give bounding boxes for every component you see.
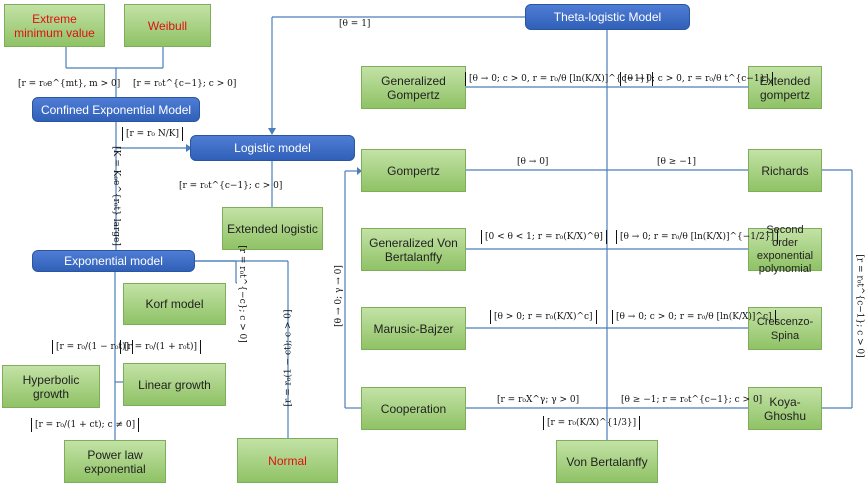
node-label: Exponential model	[64, 254, 163, 268]
node-extended-logistic: Extended logistic	[222, 207, 323, 250]
node-label: Von Bertalanffy	[566, 454, 648, 469]
node-cooperation: Cooperation	[361, 387, 466, 430]
formula-weibull: [r = r₀t^{c−1}; c > 0]	[133, 79, 237, 89]
node-label: Gompertz	[387, 163, 440, 178]
node-weibull: Weibull	[124, 4, 211, 47]
node-label: Generalized Gompertz	[381, 73, 446, 102]
formula-extended-logistic: [r = r₀t^{c−1}; c > 0]	[179, 181, 283, 191]
formula-linear: [r = r₀/(1 + r₀t)]	[120, 340, 202, 354]
formula-koya-ghoshu: [θ ≥ −1; r = r₀t^{c−1}; c > 0]	[621, 395, 763, 405]
node-linear-growth: Linear growth	[123, 363, 226, 406]
formula-gompertz: [θ → 0]	[517, 157, 549, 167]
node-label: Weibull	[147, 18, 188, 33]
node-label: Richards	[761, 163, 809, 178]
node-label: Confined Exponential Model	[40, 102, 192, 117]
node-label: Crescenzo-Spina	[756, 315, 814, 342]
formula-left-loop: [θ → 0; γ → 0]	[333, 265, 344, 327]
formula-normal: [r = r₀(1 − ct); c > 0]	[283, 309, 294, 407]
formula-extended-gompertz: [θ → 0; c > 0, r = r₀/θ t^{c−1}]	[620, 72, 773, 86]
node-korf-model: Korf model	[123, 283, 226, 325]
node-exponential-model: Exponential model	[32, 250, 195, 272]
formula-richards: [θ ≥ −1]	[657, 157, 696, 167]
formula-hyperbolic: [r = r₀/(1 − r₀t)]	[52, 340, 134, 354]
node-marusic-bajzer: Marusic-Bajzer	[361, 307, 466, 350]
node-von-bertalanffy: Von Bertalanffy	[556, 440, 658, 483]
node-label: Koya-Ghoshu	[763, 394, 807, 423]
formula-marusic-bajzer: [θ > 0; r = r₀(K/X)^c]	[490, 310, 597, 324]
formula-second-order: [θ → 0; r = r₀/θ [ln(K/X)]^{−1/2}]	[616, 230, 779, 244]
node-power-law-exponential: Power law exponential	[64, 440, 166, 483]
formula-cooperation: [r = r₀X^γ; γ > 0]	[497, 395, 580, 405]
node-label: Power law exponential	[84, 447, 146, 476]
node-label: Extreme minimum value	[14, 11, 95, 40]
formula-crescenzo-spina: [θ → 0; c > 0; r = r₀/θ [ln(K/X)]^c]	[612, 310, 776, 324]
node-extreme-minimum-value: Extreme minimum value	[4, 4, 105, 47]
node-label: Korf model	[145, 297, 204, 311]
node-label: Extended logistic	[227, 221, 318, 236]
node-gompertz: Gompertz	[361, 149, 466, 192]
node-label: Linear growth	[138, 377, 211, 392]
node-crescenzo-spina: Crescenzo-Spina	[748, 307, 822, 350]
formula-von-bertalanffy: [r = r₀(K/X)^{1/3}]	[543, 416, 641, 430]
node-confined-exponential-model: Confined Exponential Model	[32, 97, 200, 122]
formula-logistic: [r = r₀ N/K]	[122, 127, 183, 141]
node-generalized-von-bertalanffy: Generalized Von Bertalanffy	[361, 228, 466, 271]
node-label: Theta-logistic Model	[553, 10, 662, 24]
node-label: Logistic model	[234, 141, 311, 155]
node-generalized-gompertz: Generalized Gompertz	[361, 66, 466, 109]
node-richards: Richards	[748, 149, 822, 192]
node-second-order-exponential-polynomial: Second order exponential polynomial	[748, 224, 822, 275]
node-label: Marusic-Bajzer	[373, 321, 454, 336]
node-theta-logistic-model: Theta-logistic Model	[525, 4, 690, 30]
node-label: Normal	[268, 453, 307, 468]
formula-confined-exp: [r = r₀e^{mt}, m > 0]	[18, 79, 121, 89]
node-koya-ghoshu: Koya-Ghoshu	[748, 387, 822, 430]
node-label: Generalized Von Bertalanffy	[369, 235, 458, 264]
node-label: Hyperbolic growth	[22, 372, 80, 401]
node-logistic-model: Logistic model	[190, 135, 355, 161]
node-label: Cooperation	[380, 401, 447, 416]
node-hyperbolic-growth: Hyperbolic growth	[2, 365, 100, 408]
formula-generalized-von-bertalanffy: [0 < θ < 1; r = r₀(K/X)^θ]	[481, 230, 607, 244]
node-label: Second order exponential polynomial	[756, 223, 814, 275]
node-normal: Normal	[237, 438, 338, 483]
formula-right-loop: [r = r₀t^{c−1}; c > 0]	[854, 254, 865, 358]
formula-power-law: [r = r₀/(1 + ct); c ≠ 0]	[31, 418, 140, 432]
formula-theta-equals-1: [θ = 1]	[339, 19, 371, 29]
formula-korf: [r = r₀t^{−c}; c > 0]	[236, 245, 247, 343]
formula-k-large: [K = K₀e^{r₀t} large]	[110, 146, 121, 246]
formula-generalized-gompertz: [θ → 0; c > 0, r = r₀/θ [ln(K/X)]^{c−1}]	[465, 72, 654, 86]
